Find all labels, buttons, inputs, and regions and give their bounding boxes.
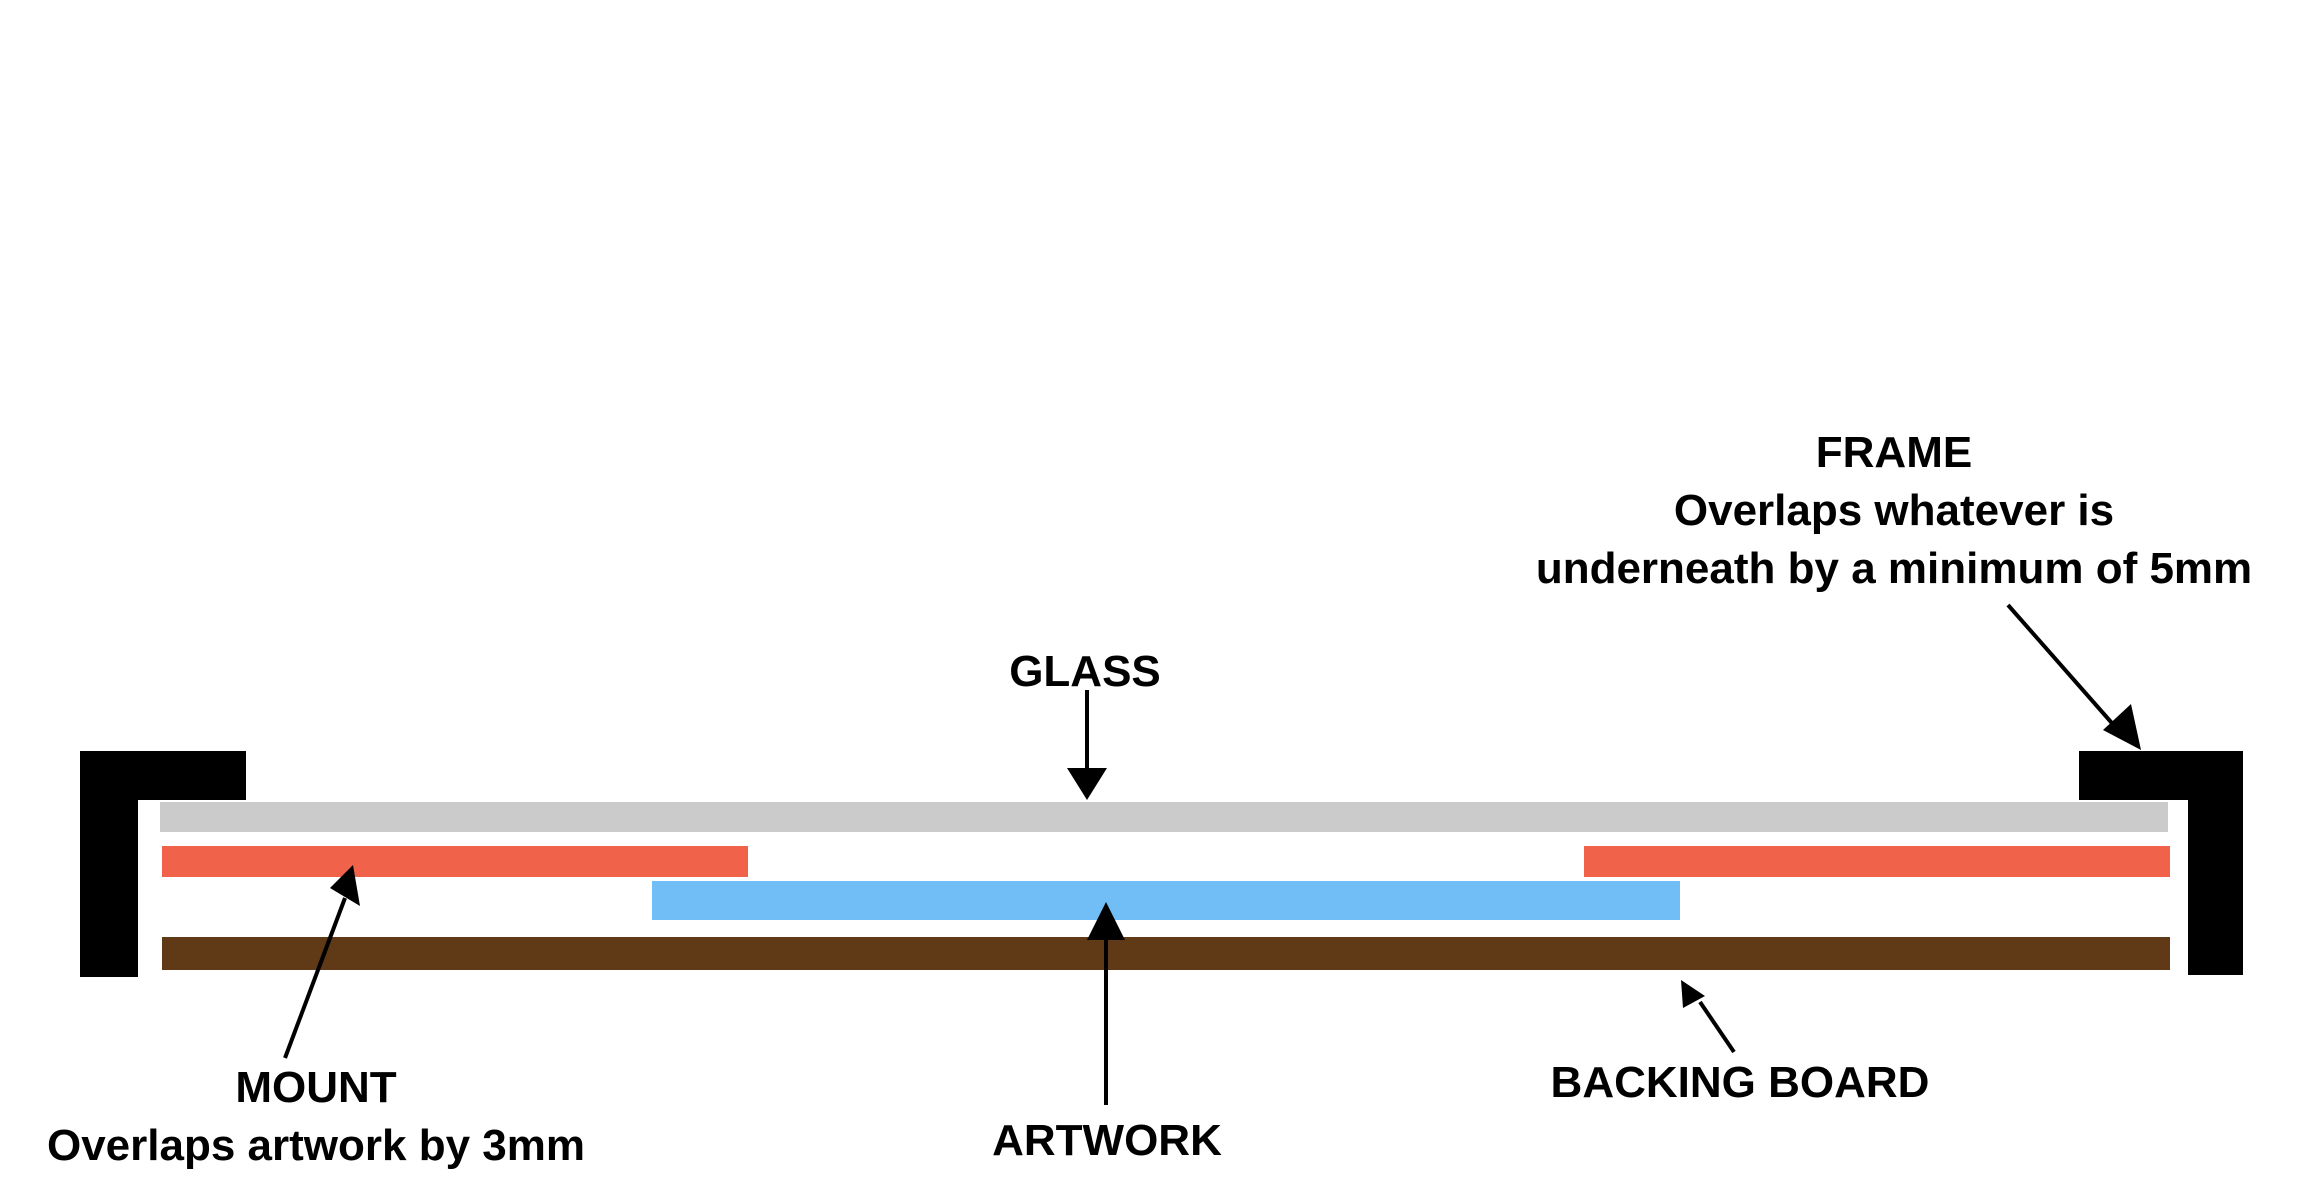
mount-right (1584, 846, 2170, 877)
arrowhead-icon (1087, 902, 1125, 940)
artwork-arrow (1087, 902, 1125, 1105)
frame-label-title: FRAME (1816, 428, 1972, 477)
backing-board (162, 937, 2170, 970)
artwork-label: ARTWORK (992, 1116, 1222, 1165)
backing-board-arrow (1681, 980, 1736, 1054)
mount-arrow (283, 865, 360, 1059)
frame-label-line2: underneath by a minimum of 5mm (1536, 544, 2252, 593)
frame-right (2079, 751, 2243, 975)
glass-arrow (1067, 690, 1107, 800)
frame-arrow (2006, 603, 2141, 750)
frame-label-line1: Overlaps whatever is (1674, 486, 2114, 535)
mount-left (162, 846, 748, 877)
arrowhead-icon (1681, 980, 1705, 1008)
arrowhead-icon (1067, 768, 1107, 800)
glass-label: GLASS (1009, 647, 1161, 696)
arrowhead-icon (330, 865, 360, 906)
backing-board-label: BACKING BOARD (1551, 1058, 1930, 1107)
glass (160, 802, 2168, 832)
artwork (652, 881, 1680, 920)
mount-label-title: MOUNT (235, 1063, 396, 1112)
arrowhead-icon (2103, 704, 2141, 750)
frame-left (80, 751, 246, 977)
mount-label-line1: Overlaps artwork by 3mm (47, 1121, 585, 1170)
